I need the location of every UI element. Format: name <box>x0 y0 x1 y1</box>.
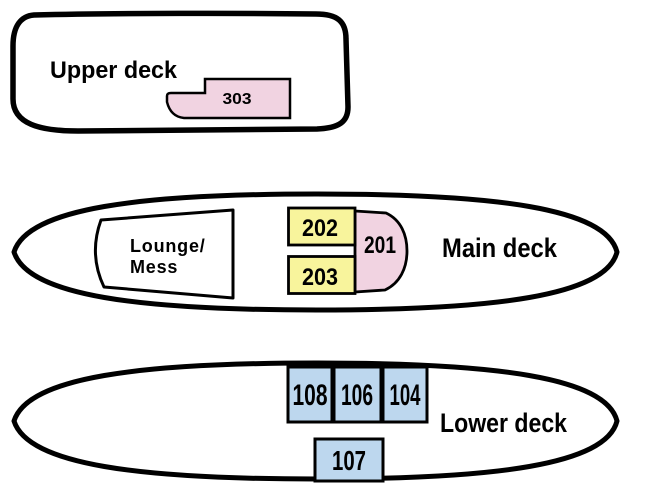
cabin-108-number: 108 <box>293 379 328 412</box>
cabin-108-shape <box>286 365 334 424</box>
cabin-303-shape <box>165 77 292 120</box>
lounge-mess-shape <box>93 208 235 300</box>
cabin-303-number: 303 <box>223 91 252 108</box>
upper-deck: Upper deck 303 <box>10 10 351 134</box>
cabin-107-number: 107 <box>332 445 366 476</box>
lounge-label-line1: Lounge/ <box>130 236 206 256</box>
cabin-203-number: 203 <box>302 264 338 291</box>
cabin-106-shape <box>332 365 383 424</box>
cabin-201-shape <box>353 209 409 294</box>
cabin-107-shape <box>313 437 385 483</box>
lower-deck: 108 106 104 107 Lower deck <box>11 360 620 483</box>
cabin-106-number: 106 <box>341 379 373 412</box>
cabin-203-shape <box>287 255 357 295</box>
main-deck: Lounge/ Mess 202 203 201 Main deck <box>11 191 620 313</box>
cabin-104-number: 104 <box>390 379 421 412</box>
cabin-201-number: 201 <box>364 232 396 259</box>
cabin-202-number: 202 <box>302 215 338 242</box>
lounge-label-line2: Mess <box>130 257 178 277</box>
lower-deck-label: Lower deck <box>440 408 568 438</box>
main-deck-label: Main deck <box>442 233 558 263</box>
cabin-104-shape <box>381 365 429 424</box>
upper-deck-label: Upper deck <box>50 57 178 84</box>
cabin-202-shape <box>287 206 357 247</box>
